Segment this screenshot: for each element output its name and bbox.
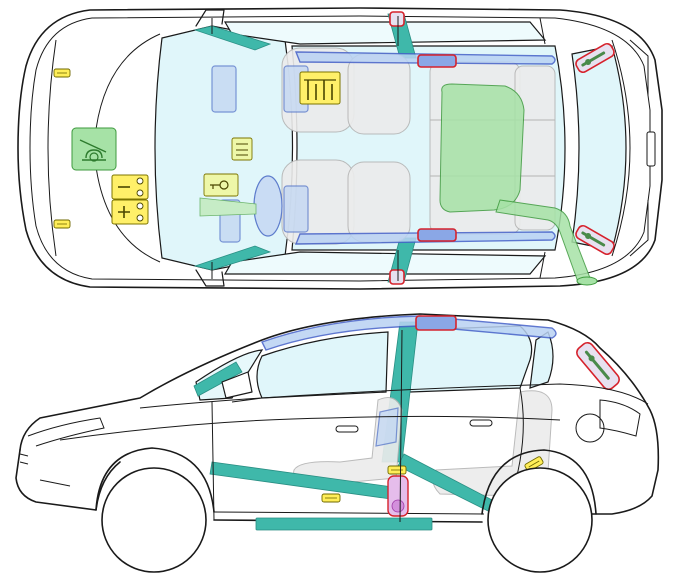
side-curtain-airbag	[261, 315, 557, 351]
side-rear-wheel	[487, 467, 593, 573]
top-front-sensor-right	[53, 219, 71, 229]
top-control-unit	[231, 137, 253, 161]
side-sensor-floor	[321, 493, 341, 503]
top-rear-hatch-line	[611, 39, 631, 257]
side-rear-inflator	[576, 341, 620, 391]
top-mirror-left	[195, 9, 225, 27]
side-front-arch	[95, 447, 215, 513]
top-passenger-airbag	[211, 65, 237, 113]
top-front-sensor-left	[53, 68, 71, 78]
side-belt-line	[139, 383, 649, 409]
top-key-module	[203, 173, 239, 197]
fuel-icon	[79, 139, 107, 161]
side-front-window	[256, 331, 389, 399]
top-a-pillar-left	[193, 25, 272, 51]
top-rear-inflator-left	[575, 42, 615, 74]
top-curtain-inflator-right	[417, 228, 457, 242]
side-tail-light	[599, 399, 641, 437]
side-curtain-inflator	[415, 315, 457, 331]
side-front-wheel	[101, 467, 207, 573]
top-body-inner-outline	[29, 15, 651, 282]
top-fuel-tank	[439, 83, 525, 213]
side-body-outline	[19, 313, 660, 515]
side-front-handle	[335, 425, 359, 433]
side-rear-window	[409, 325, 533, 393]
side-pretensioner-knob	[391, 499, 405, 513]
side-seat-airbag	[375, 407, 399, 447]
side-front-door-line	[211, 397, 263, 521]
top-battery	[299, 71, 341, 105]
front-seat-left-back	[347, 53, 411, 135]
top-fuel-cap	[576, 276, 598, 286]
top-12v-battery	[111, 174, 149, 225]
front-seat-right-back	[347, 161, 411, 243]
side-sill-reinforcement	[255, 517, 433, 531]
top-fuel-system-icon	[71, 127, 117, 171]
side-a-pillar	[193, 361, 243, 397]
top-tail-light-left	[629, 39, 649, 96]
side-rear-arch	[481, 449, 597, 515]
top-tail-light-right	[629, 200, 649, 257]
side-quarter-window	[529, 331, 554, 389]
top-rear-window	[571, 45, 627, 251]
top-rear-handle	[646, 131, 656, 167]
top-curtain-inflator-left	[417, 54, 457, 68]
top-driver-side-airbag	[283, 185, 309, 233]
side-headlight	[27, 417, 105, 447]
top-bpillar-pretensioner-right	[389, 269, 405, 285]
side-rear-marker	[575, 413, 605, 443]
top-bpillar-pretensioner-left	[389, 11, 405, 27]
side-mirror	[221, 371, 253, 399]
top-a-pillar-right	[193, 245, 272, 271]
top-door-lines	[211, 16, 546, 281]
side-front-grille	[19, 453, 71, 487]
top-mirror-right	[195, 269, 225, 287]
top-steering-wheel	[253, 175, 283, 237]
top-view	[17, 7, 663, 290]
top-front-bumper-line	[47, 39, 57, 257]
side-shoulder-line	[59, 415, 561, 441]
side-rocker-line	[213, 511, 485, 515]
side-sensor-bpillar	[387, 465, 407, 475]
side-rear-handle	[469, 419, 493, 427]
top-steering-column	[199, 197, 257, 217]
top-body-outline	[17, 7, 663, 290]
top-rear-inflator-right	[575, 224, 615, 256]
side-view	[15, 313, 660, 573]
